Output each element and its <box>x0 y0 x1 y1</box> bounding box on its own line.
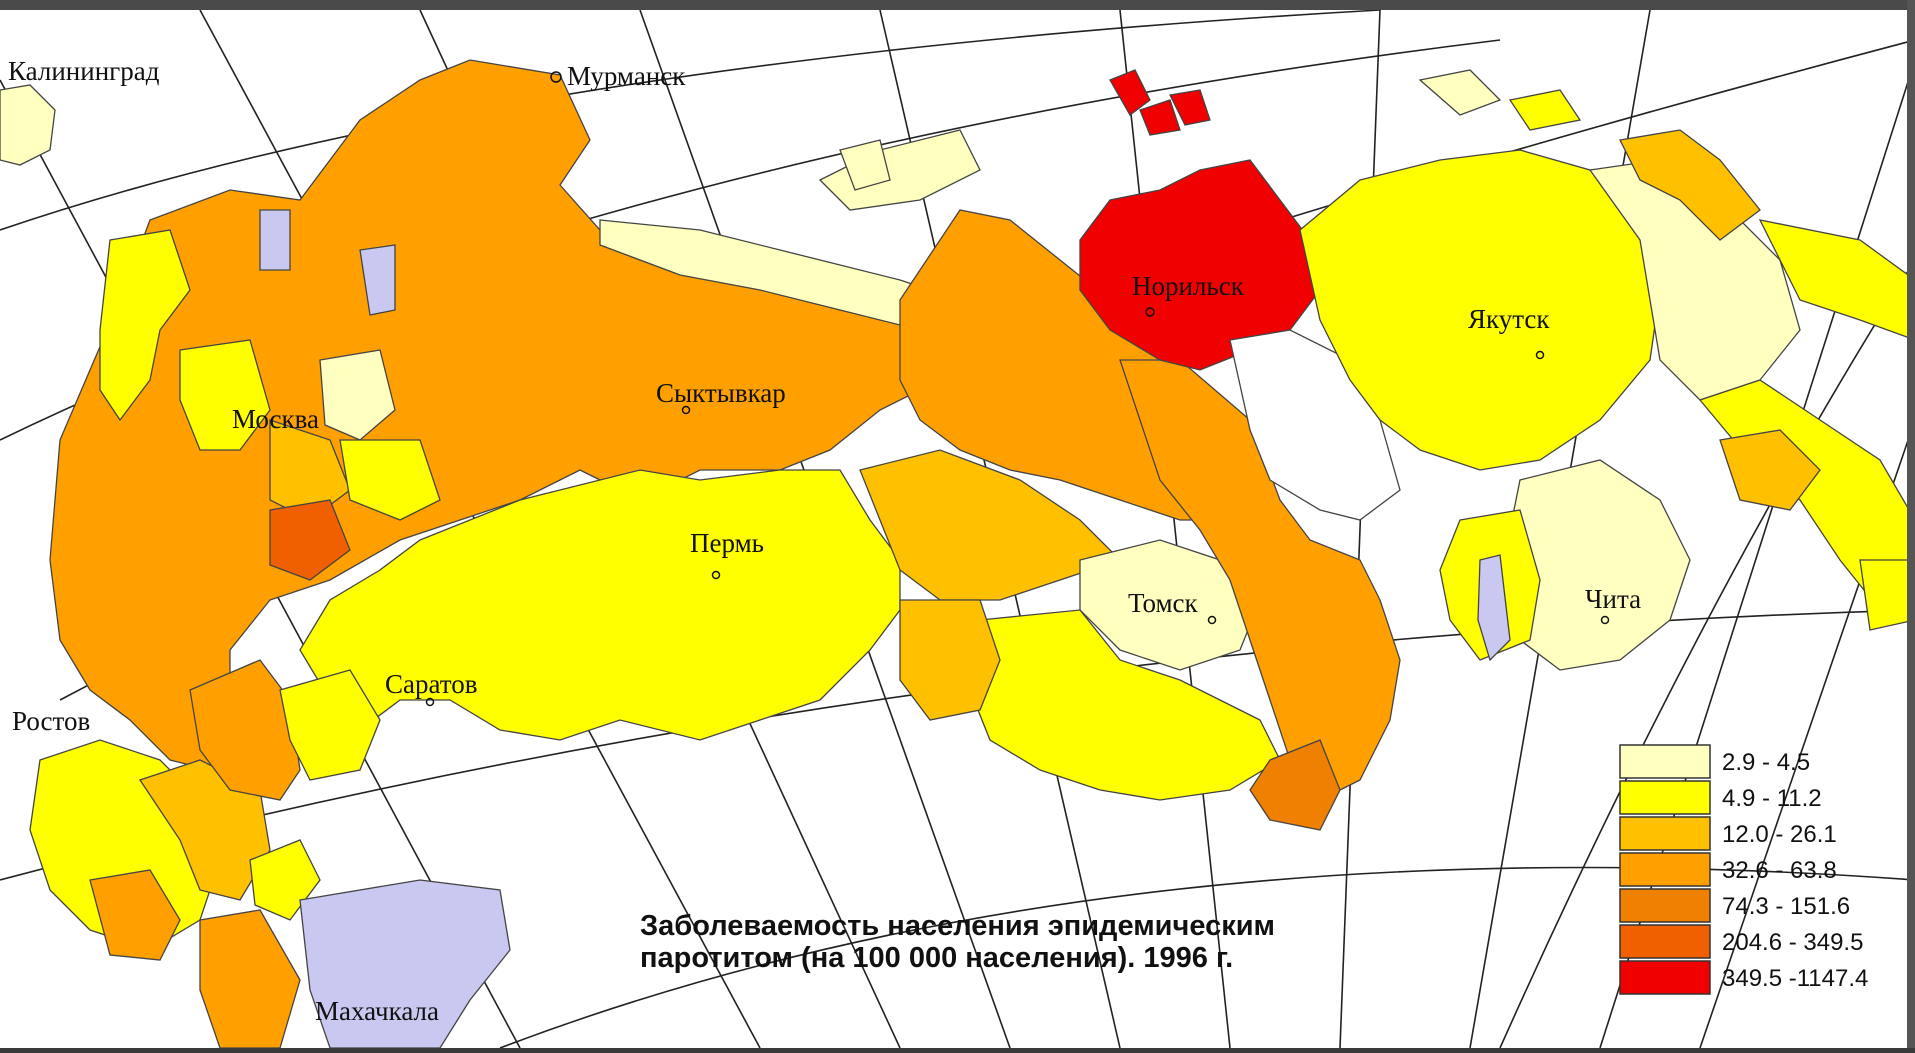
region-primorye[interactable] <box>1859 559 1915 631</box>
city-label-tomsk: Томск <box>1128 588 1199 618</box>
region-south-orange[interactable] <box>189 659 301 801</box>
city-marker-saratov <box>425 697 435 707</box>
region-tuva[interactable] <box>1249 739 1341 831</box>
legend-swatch <box>1619 780 1711 815</box>
city-label-yakutsk: Якутск <box>1468 304 1550 334</box>
map-title-line-2: паротитом (на 100 000 населения). 1996 г… <box>640 942 1233 974</box>
city-label-norilsk: Норильск <box>1132 271 1245 301</box>
region-yakutia[interactable] <box>1299 149 1661 471</box>
region-caucasus-2[interactable] <box>89 869 181 961</box>
legend-label: 2.9 - 4.5 <box>1722 749 1810 776</box>
city-marker-chita <box>1600 615 1610 625</box>
region-amur[interactable] <box>1719 429 1821 511</box>
map-title: Заболеваемость населения эпидемическим п… <box>640 910 1275 974</box>
legend-label: 349.5 -1147.4 <box>1722 965 1868 992</box>
legend: 2.9 - 4.5 4.9 - 11.2 12.0 - 26.1 32.6 - 63.… <box>1619 744 1868 995</box>
island-red-1[interactable] <box>1109 69 1151 116</box>
island-red-3[interactable] <box>1169 89 1211 126</box>
legend-swatch <box>1619 852 1711 887</box>
city-marker-perm <box>711 570 721 580</box>
city-label-moskva: Москва <box>232 404 319 434</box>
window-right-edge <box>1907 0 1915 1048</box>
city-label-perm: Пермь <box>690 528 764 558</box>
legend-swatch <box>1619 816 1711 851</box>
city-markers <box>425 71 1610 707</box>
region-chukotka-east[interactable] <box>1758 219 1915 341</box>
region-chukotka-south[interactable] <box>1619 129 1761 241</box>
city-label-makhachkala: Махачкала <box>315 996 439 1026</box>
legend-swatch <box>1619 744 1711 779</box>
city-label-murmansk: Мурманск <box>567 61 686 91</box>
city-label-saratov: Саратов <box>385 669 477 699</box>
region-west-yellow[interactable] <box>99 229 191 422</box>
legend-label: 12.0 - 26.1 <box>1722 821 1837 848</box>
lake-ladoga <box>259 209 291 271</box>
legend-label: 74.3 - 151.6 <box>1722 893 1850 920</box>
region-yellow-2[interactable] <box>339 439 441 521</box>
region-extreme-1[interactable] <box>269 499 351 581</box>
island-light-2[interactable] <box>1418 69 1502 116</box>
legend-swatch <box>1619 924 1711 959</box>
region-omsk[interactable] <box>899 599 1001 721</box>
island-light-1[interactable] <box>839 139 891 191</box>
city-marker-norilsk <box>1145 307 1155 317</box>
legend-swatch <box>1619 888 1711 923</box>
region-south-siberia[interactable] <box>969 609 1281 801</box>
region-central-yellow[interactable] <box>179 339 271 451</box>
city-marker-yakutsk <box>1535 350 1545 360</box>
region-krasnoyarsk[interactable] <box>1119 359 1401 801</box>
city-marker-syktyvkar <box>681 405 691 415</box>
city-label-chita: Чита <box>1585 584 1641 614</box>
window-top-bar <box>0 0 1915 10</box>
lake-onega <box>359 244 396 316</box>
region-saratov[interactable] <box>279 669 381 781</box>
city-marker-tomsk <box>1207 615 1217 625</box>
island-red-2[interactable] <box>1139 99 1181 136</box>
city-label-kaliningrad: Калининград <box>8 56 160 86</box>
city-label-rostov: Ростов <box>12 706 90 736</box>
regions <box>0 59 1915 1049</box>
legend-swatch <box>1619 960 1711 995</box>
caspian-sea <box>299 879 511 1049</box>
legend-label: 4.9 - 11.2 <box>1722 785 1822 812</box>
map-title-line-1: Заболеваемость населения эпидемическим <box>640 910 1275 942</box>
region-tomsk[interactable] <box>1079 539 1261 671</box>
legend-label: 204.6 - 349.5 <box>1722 929 1863 956</box>
region-tyumen-south[interactable] <box>859 449 1122 601</box>
island-yellow-1[interactable] <box>1508 89 1582 131</box>
lake-baikal <box>1477 554 1511 662</box>
city-labels: Калининград Мурманск Москва Сыктывкар Пе… <box>8 56 1641 1026</box>
region-moscow-oblast[interactable] <box>319 349 396 441</box>
city-marker-murmansk <box>550 71 562 83</box>
legend-label: 32.6 - 63.8 <box>1722 857 1837 884</box>
city-label-syktyvkar: Сыктывкар <box>656 378 786 408</box>
region-kaliningrad[interactable] <box>0 84 56 166</box>
